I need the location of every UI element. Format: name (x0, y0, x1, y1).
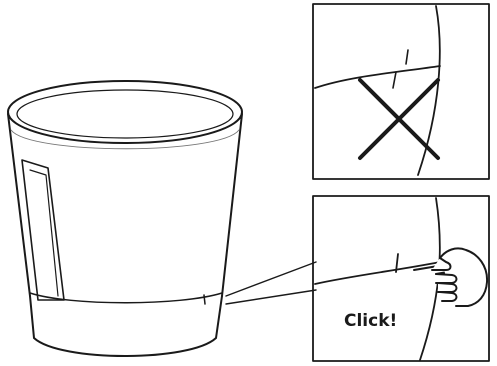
click-label: Click! (344, 311, 397, 331)
callout-leader-lower (225, 289, 317, 305)
incorrect-panel-frame (312, 3, 490, 180)
container-inner-shade (10, 129, 240, 150)
correct-panel-frame (312, 195, 490, 362)
container-base (29, 295, 223, 357)
callout-leader (225, 261, 317, 297)
container-window (21, 159, 65, 301)
incorrect-panel (312, 3, 490, 180)
x-mark-icon (358, 78, 440, 160)
container-window-inner (29, 169, 59, 297)
incorrect-cup-wall (417, 5, 441, 176)
incorrect-tick-mark (392, 71, 397, 89)
container-left-wall (7, 113, 31, 297)
correct-panel: Click! (312, 195, 490, 362)
container-rim-outer (7, 80, 243, 144)
pointing-hand-icon (413, 247, 489, 307)
container-base-line (29, 292, 223, 304)
container-right-wall (221, 113, 243, 297)
incorrect-cup-rim (314, 65, 441, 89)
container-illustration (7, 80, 317, 357)
incorrect-tick-mark-2 (405, 49, 409, 65)
correct-tick-mark (395, 253, 399, 273)
correct-cup-rim (314, 261, 441, 285)
container-tick-mark (203, 294, 206, 305)
container-rim-inner (16, 89, 234, 139)
